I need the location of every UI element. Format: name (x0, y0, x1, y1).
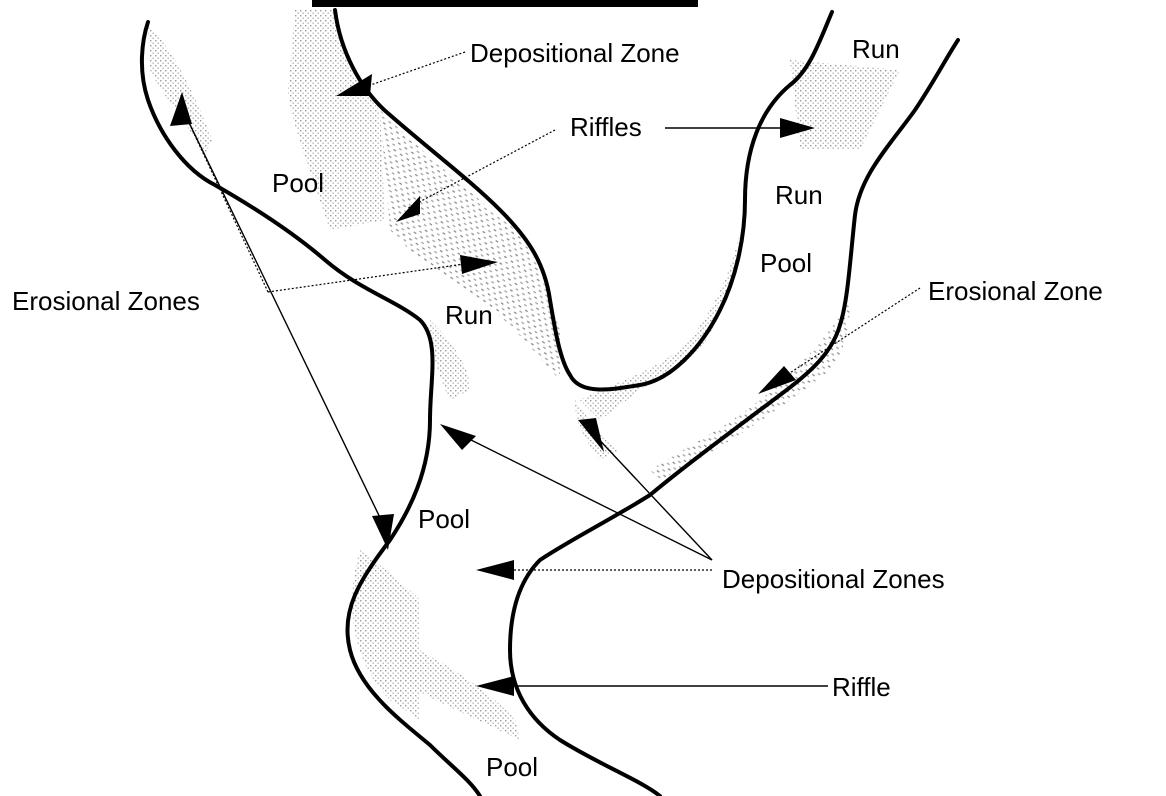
arrowheads (170, 74, 815, 696)
top-bar (312, 0, 698, 7)
label-riffles: Riffles (570, 112, 642, 142)
label-run-right-middle: Run (775, 180, 823, 210)
arrow-depositional-zone-top (336, 74, 372, 96)
label-depositional-zones: Depositional Zones (722, 564, 945, 594)
label-depositional-zone-top: Depositional Zone (470, 38, 680, 68)
leader-lines (181, 51, 921, 687)
arrow-riffles-right (780, 118, 815, 138)
stipple-top-right (790, 60, 900, 150)
label-erosional-zones: Erosional Zones (12, 286, 200, 316)
leader-erosional-zones-down (181, 107, 387, 531)
arrow-depositional-zones-center (578, 418, 604, 452)
label-run-center: Run (445, 300, 493, 330)
label-pool-right-middle: Pool (760, 248, 812, 278)
leader-depositional-zones-upper (454, 431, 713, 561)
arrow-riffles-left (396, 196, 420, 222)
label-pool-lower: Pool (418, 504, 470, 534)
arrow-depositional-zones-lower (476, 560, 514, 580)
arrow-erosional-zones-down (372, 514, 394, 550)
stipple-right-bend (580, 230, 740, 420)
label-pool-bottom: Pool (486, 752, 538, 782)
leader-erosional-zones-right (267, 261, 479, 293)
river-banks (139, 8, 960, 796)
leader-erosional-zone-right (775, 287, 921, 383)
arrow-erosional-zones-center (460, 255, 498, 274)
arrow-depositional-zones-upper (440, 424, 476, 450)
arrow-riffle (476, 676, 514, 696)
right-bank (508, 38, 960, 796)
riffle-zone-right (650, 300, 850, 480)
left-bank (139, 20, 482, 796)
stipple-lower-left (352, 550, 420, 720)
label-erosional-zone-right: Erosional Zone (928, 276, 1103, 306)
stipple-left-upper (148, 25, 212, 155)
riffle-zone-upper (380, 110, 560, 380)
leader-depositional-zone-top (361, 51, 466, 89)
arrow-erosional-zone-right (758, 366, 796, 394)
label-run-top-right: Run (852, 34, 900, 64)
stipple-top-center (288, 10, 385, 230)
stipple-depositional-center (575, 400, 620, 460)
label-pool-upper-left: Pool (272, 168, 324, 198)
stipple-run-center (430, 320, 470, 400)
center-left-bank (333, 8, 834, 392)
label-riffle: Riffle (832, 672, 891, 702)
stipple-lower-riffle (400, 640, 520, 740)
labels: Depositional Zone Run Riffles Pool Run P… (12, 34, 1103, 782)
arrow-erosional-zones-up (170, 92, 192, 126)
leader-depositional-zones-center (591, 431, 713, 561)
stipple-shading (148, 10, 900, 740)
